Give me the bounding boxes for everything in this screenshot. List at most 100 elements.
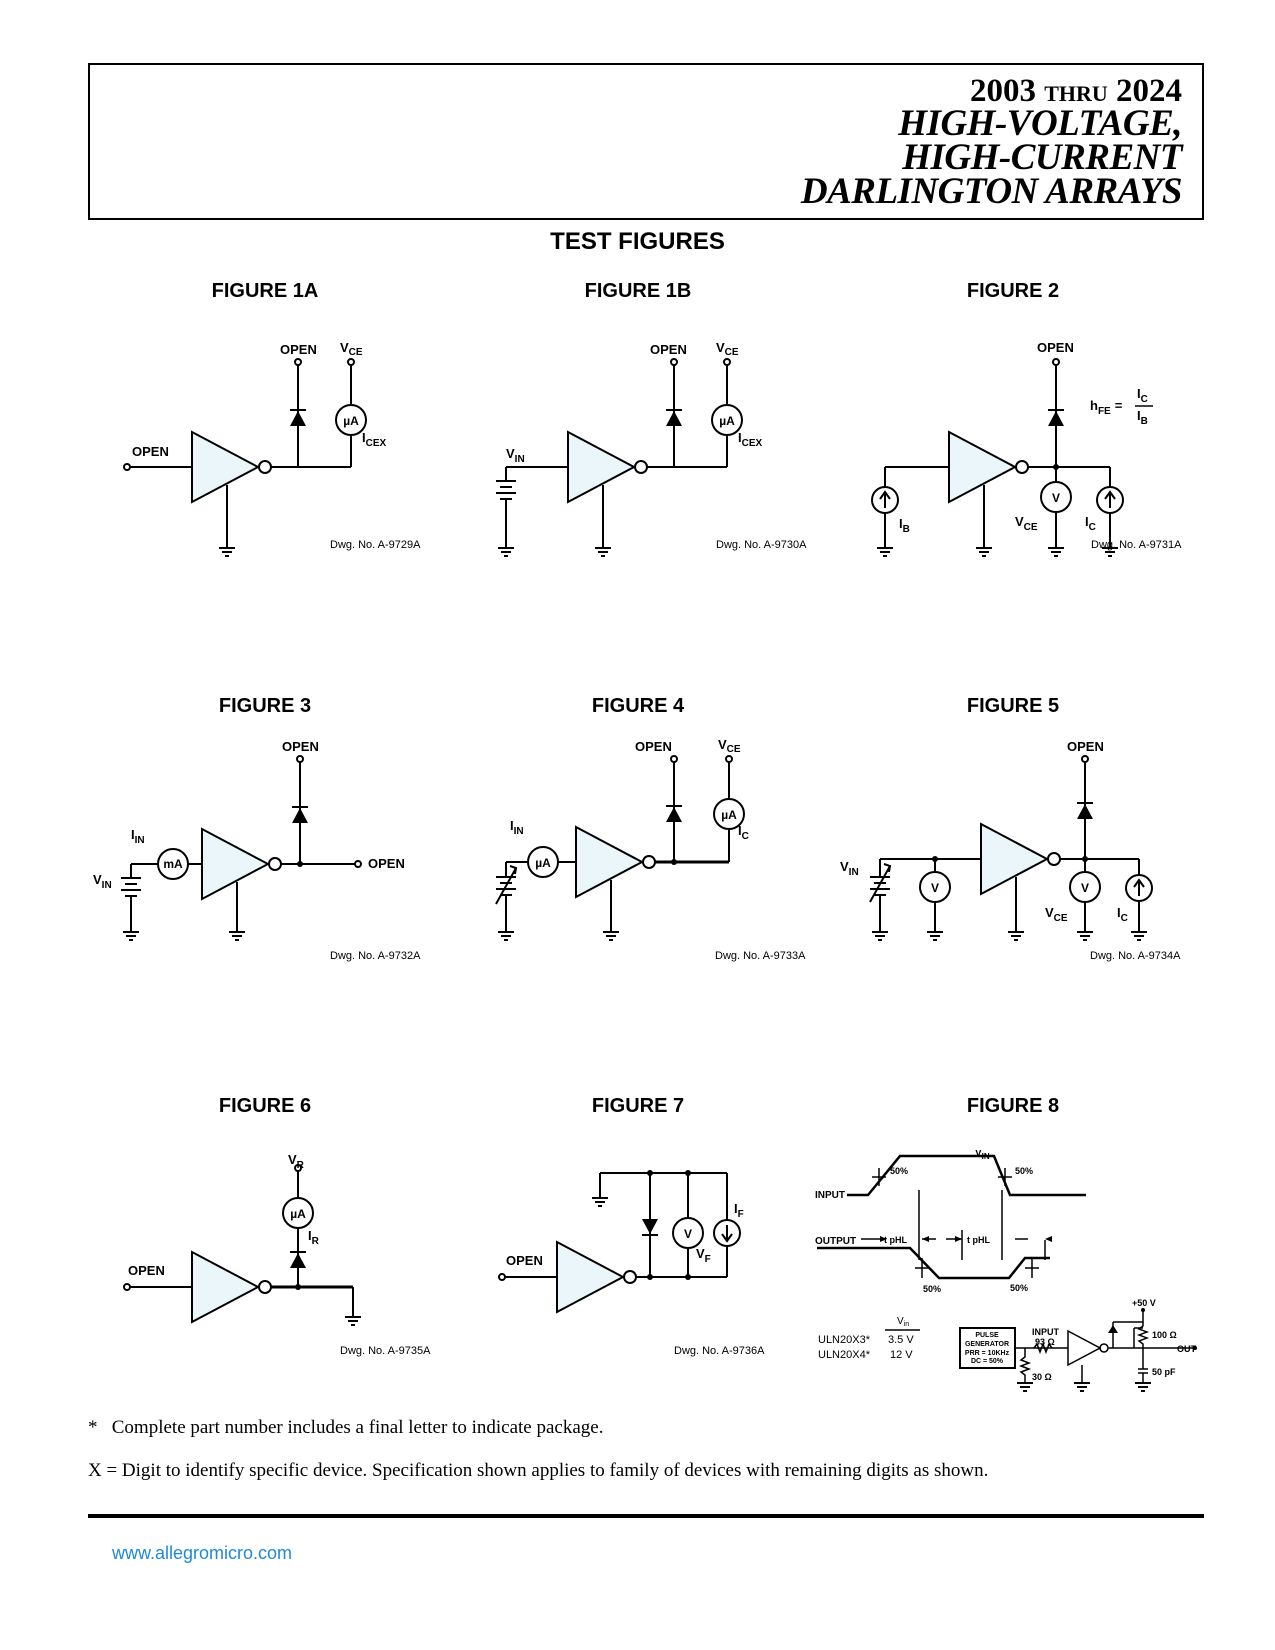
table-header-vin: V [897, 1316, 904, 1327]
pulse-generator-line1: PULSE [975, 1332, 999, 1339]
drawing-number: Dwg. No. A-9734A [1090, 950, 1181, 962]
open-label: OPEN [128, 1263, 165, 1278]
load-resistor-label: 100 Ω [1152, 1330, 1177, 1340]
figure-3-title: FIGURE 3 [218, 695, 312, 717]
svg-text:IC: IC [1085, 514, 1096, 533]
header-box: 2003 THRU 2024 HIGH-VOLTAGE, HIGH-CURREN… [88, 63, 1204, 220]
svg-text:IB: IB [1137, 408, 1148, 427]
website-link[interactable]: www.allegromicro.com [112, 1543, 293, 1563]
ir-label: I [308, 1228, 312, 1243]
vce-label: V [716, 340, 725, 355]
svg-text:VIN: VIN [506, 446, 525, 465]
drawing-number: Dwg. No. A-9729A [330, 539, 421, 551]
section-title: TEST FIGURES [550, 228, 725, 255]
svg-text:VR: VR [288, 1152, 305, 1171]
svg-text:VF: VF [696, 1246, 711, 1265]
figure-7-title: FIGURE 7 [591, 1095, 685, 1117]
svg-text:IR: IR [308, 1228, 320, 1247]
svg-text:VCE: VCE [1045, 905, 1068, 924]
svg-text:VIN: VIN [840, 859, 859, 878]
drawing-number: Dwg. No. A-9730A [716, 539, 807, 551]
ic-label: I [738, 823, 742, 838]
ic-label: I [1085, 514, 1089, 529]
table-vin-1: 3.5 V [888, 1334, 914, 1346]
pct50-label: 50% [1010, 1283, 1028, 1293]
drawing-number: Dwg. No. A-9733A [715, 950, 806, 962]
icex-label: I [362, 430, 366, 445]
milliammeter-label: mA [163, 857, 183, 871]
figure-3-diagram: OPEN OPEN mA IIN VIN Dwg. No. A-9732A [93, 740, 421, 962]
table-part-1: ULN20X3* [818, 1334, 871, 1346]
output-label: OUTPUT [815, 1236, 856, 1247]
svg-text:IB: IB [899, 516, 910, 535]
svg-text:IC: IC [738, 823, 749, 842]
vce-label: V [1045, 905, 1054, 920]
svg-text:VIN: VIN [93, 872, 112, 891]
open-label: OPEN [506, 1253, 543, 1268]
pulse-generator-line2: GENERATOR [965, 1341, 1009, 1348]
microammeter-label: µA [343, 414, 359, 428]
drawing-number: Dwg. No. A-9735A [340, 1345, 431, 1357]
out-label: OUT [1177, 1344, 1197, 1354]
vin-label: V [93, 872, 102, 887]
open-label: OPEN [280, 342, 317, 357]
figure-1a-title: FIGURE 1A [211, 280, 319, 302]
vce-label: V [340, 340, 349, 355]
figure-6-diagram: VR µA IR OPEN Dwg. No. A-9735A [123, 1152, 431, 1357]
svg-text:VCE: VCE [340, 340, 363, 358]
figure-5-diagram: OPEN V V VIN VCE IC Dwg. No. A-9734A [840, 740, 1181, 962]
figure-5-title: FIGURE 5 [966, 695, 1060, 717]
supply-label: +50 V [1132, 1298, 1156, 1308]
pulse-generator-line3: PRR = 10KHz [965, 1350, 1010, 1357]
if-label: I [734, 1201, 738, 1216]
tphl-label: t pHL [967, 1235, 990, 1245]
hfe-label: h [1090, 398, 1098, 413]
vin-label: V [975, 1150, 982, 1159]
open-label: OPEN [368, 856, 405, 871]
note-digit: X = Digit to identify specific device. S… [88, 1460, 989, 1481]
tphl-label: t pHL [884, 1235, 907, 1245]
vce-label: V [718, 740, 727, 752]
microammeter-label: µA [721, 808, 737, 822]
table-part-2: ULN20X4* [818, 1349, 871, 1361]
svg-text:IC: IC [1137, 386, 1148, 405]
figure-2-title: FIGURE 2 [966, 280, 1060, 302]
hfe-denominator: I [1137, 408, 1141, 423]
svg-text:hFE=: hFE= [1090, 398, 1123, 417]
svg-text:VIN: VIN [975, 1150, 990, 1161]
footer-rule [88, 1514, 1204, 1518]
header-title-line2: HIGH-VOLTAGE, [898, 103, 1182, 144]
pct50-label: 50% [890, 1166, 908, 1176]
drawing-number: Dwg. No. A-9732A [330, 950, 421, 962]
figure-1a-diagram: OPEN OPEN VCE µA ICEX Dwg. No. A-9729A [123, 340, 421, 557]
figure-6-title: FIGURE 6 [218, 1095, 312, 1117]
input-label: INPUT [815, 1190, 845, 1201]
voltmeter-label: V [684, 1227, 692, 1241]
microammeter-label: µA [290, 1207, 306, 1221]
svg-text:IIN: IIN [510, 818, 524, 837]
figure-8-title: FIGURE 8 [966, 1095, 1060, 1117]
pct50-label: 50% [1015, 1166, 1033, 1176]
ground-resistor-label: 30 Ω [1032, 1372, 1052, 1382]
header-part-range: 2003 THRU 2024 [969, 73, 1182, 109]
microammeter-label: µA [719, 414, 735, 428]
open-label: OPEN [282, 740, 319, 754]
drawing-number: Dwg. No. A-9731A [1091, 539, 1182, 551]
svg-text:Vin: Vin [897, 1316, 909, 1328]
figure-4-diagram: OPEN VCE µA µA IIN IC Dwg. No. A-9733A [495, 740, 806, 962]
svg-text:IIN: IIN [131, 827, 145, 846]
figure-8-diagram: INPUT OUTPUT 50% VIN 50% t pHL t pHL 50%… [815, 1150, 1197, 1392]
voltmeter-label: V [1052, 491, 1060, 505]
svg-text:VCE: VCE [716, 340, 739, 358]
svg-text:VCE: VCE [718, 740, 741, 755]
input-waveform [847, 1154, 1086, 1197]
voltmeter-label: V [931, 881, 939, 895]
hfe-numerator: I [1137, 386, 1141, 401]
figure-2-diagram: OPEN V IB VCE IC hFE= IC IB Dwg. No. A-9… [871, 340, 1182, 557]
vr-label: V [288, 1152, 297, 1167]
vin-label: V [840, 859, 849, 874]
figure-4-title: FIGURE 4 [591, 695, 685, 717]
capacitor-label: 50 pF [1152, 1367, 1176, 1377]
iin-label: I [131, 827, 135, 842]
svg-text:IC: IC [1117, 905, 1128, 924]
